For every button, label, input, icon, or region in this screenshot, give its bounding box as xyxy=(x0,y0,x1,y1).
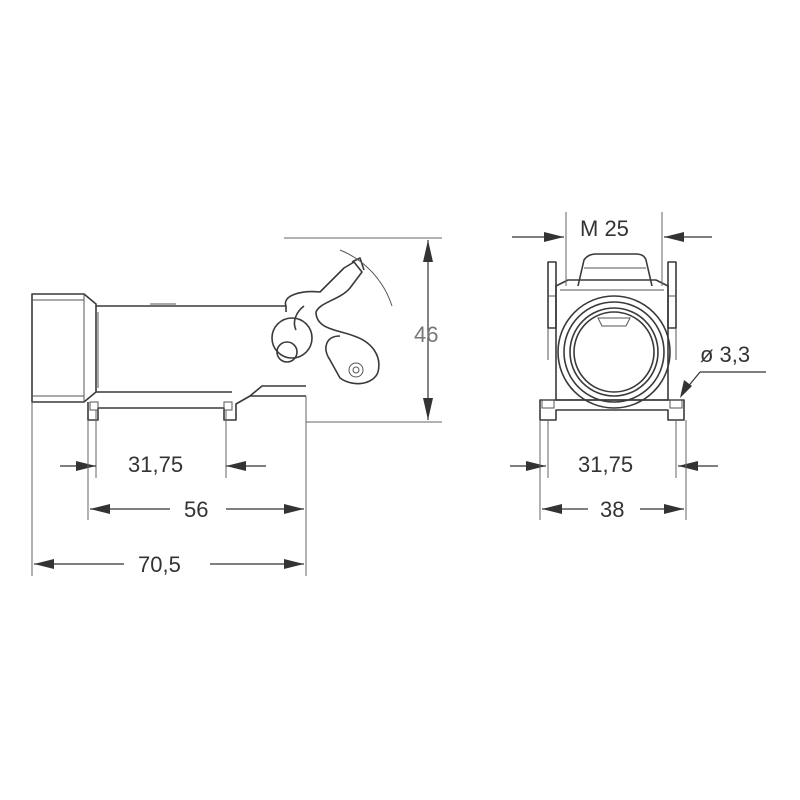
dimension-mount-front: 31,75 xyxy=(510,420,718,478)
dim-thread-label: M 25 xyxy=(580,216,629,241)
dimension-thread: M 25 xyxy=(512,212,712,286)
dimension-total-length: 70,5 xyxy=(31,402,307,577)
side-base-flange xyxy=(87,395,306,421)
dim-inner-width-label: 56 xyxy=(184,497,208,522)
dimension-hole: ø 3,3 xyxy=(680,342,766,398)
side-view xyxy=(31,249,393,421)
dimension-inner-width: 56 xyxy=(87,396,307,522)
side-locking-lever xyxy=(284,261,380,385)
front-base-flange xyxy=(539,399,685,421)
dim-width-label: 38 xyxy=(600,497,624,522)
dimension-height: 46 xyxy=(284,237,442,423)
dim-mount-side-label: 31,75 xyxy=(128,452,183,477)
dimension-width: 38 xyxy=(539,420,687,522)
side-housing-body xyxy=(96,305,287,393)
front-housing xyxy=(555,279,669,401)
dim-hole-label: ø 3,3 xyxy=(700,342,750,367)
dim-mount-front-label: 31,75 xyxy=(578,452,633,477)
dim-height-label: 46 xyxy=(414,322,438,347)
side-gland-nut xyxy=(31,293,97,403)
front-gland-outer xyxy=(557,295,671,409)
front-view xyxy=(539,253,685,421)
dim-total-length-label: 70,5 xyxy=(138,552,181,577)
dimension-mount-side: 31,75 xyxy=(60,410,266,478)
lever-swing-arc xyxy=(339,249,393,307)
front-latch-top xyxy=(577,253,653,287)
